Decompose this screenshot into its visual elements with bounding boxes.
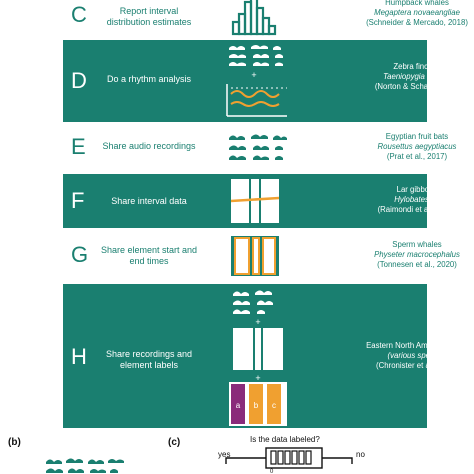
panel-c-no: no <box>356 450 365 459</box>
row-d: D Do a rhythm analysis + Zebra finches T… <box>63 40 459 122</box>
row-citation: Humpback whales Megaptera novaeangliae (… <box>366 0 468 27</box>
panel-c-yes: yes <box>218 450 231 459</box>
row-letter: G <box>71 242 89 267</box>
row-letter: D <box>71 68 87 93</box>
recordings-labels-icon: + + a b c <box>229 290 287 426</box>
row-action: Share element start and end times <box>100 245 198 266</box>
panel-c-label: (c) <box>168 437 181 448</box>
row-c: C Report interval distribution estimates… <box>63 0 468 36</box>
row-citation: Egyptian fruit bats Rousettus aegyptiacu… <box>377 132 457 161</box>
row-e: E Share audio recordings Egyptian fruit … <box>63 126 456 170</box>
interval-bars-icon <box>230 179 280 223</box>
svg-text:+: + <box>251 70 256 80</box>
row-action: Report interval distribution estimates <box>106 6 192 27</box>
svg-text:c: c <box>272 401 276 410</box>
row-citation: Lar gibbons Hylobates lar (Raimondi et a… <box>377 185 457 214</box>
svg-text:+: + <box>255 373 260 383</box>
row-g: G Share element start and end times Sper… <box>63 232 460 280</box>
histogram-icon <box>231 0 277 36</box>
row-h: H Share recordings and element labels + … <box>63 284 468 428</box>
row-action: Share interval data <box>111 196 187 206</box>
row-citation: Eastern North American birds (various sp… <box>366 341 468 370</box>
panel-c-decision-icon: 0 <box>225 447 353 474</box>
svg-text:+: + <box>255 317 260 327</box>
panel-b-spectrogram-icon <box>46 458 124 473</box>
row-citation: Sperm whales Physeter macrocephalus (Ton… <box>374 240 460 269</box>
row-letter: F <box>71 188 85 213</box>
row-letter: C <box>71 2 87 27</box>
svg-text:a: a <box>236 401 241 410</box>
spectrogram-icon <box>229 134 287 160</box>
row-letter: E <box>71 134 86 159</box>
row-citation: Zebra finches Taeniopygia guttata (Norto… <box>374 62 460 91</box>
row-action: Share recordings and element labels <box>105 349 193 370</box>
row-f: F Share interval data Lar gibbons Hyloba… <box>63 174 456 228</box>
row-action: Share audio recordings <box>102 141 196 151</box>
waveform-rhythm-icon: + <box>226 45 287 117</box>
row-action: Do a rhythm analysis <box>106 74 192 84</box>
svg-text:0: 0 <box>270 469 274 474</box>
panel-b-label: (b) <box>8 437 21 448</box>
svg-text:b: b <box>254 401 259 410</box>
panel-c-question: Is the data labeled? <box>250 435 320 444</box>
element-times-icon <box>231 236 279 276</box>
row-letter: H <box>71 344 87 369</box>
